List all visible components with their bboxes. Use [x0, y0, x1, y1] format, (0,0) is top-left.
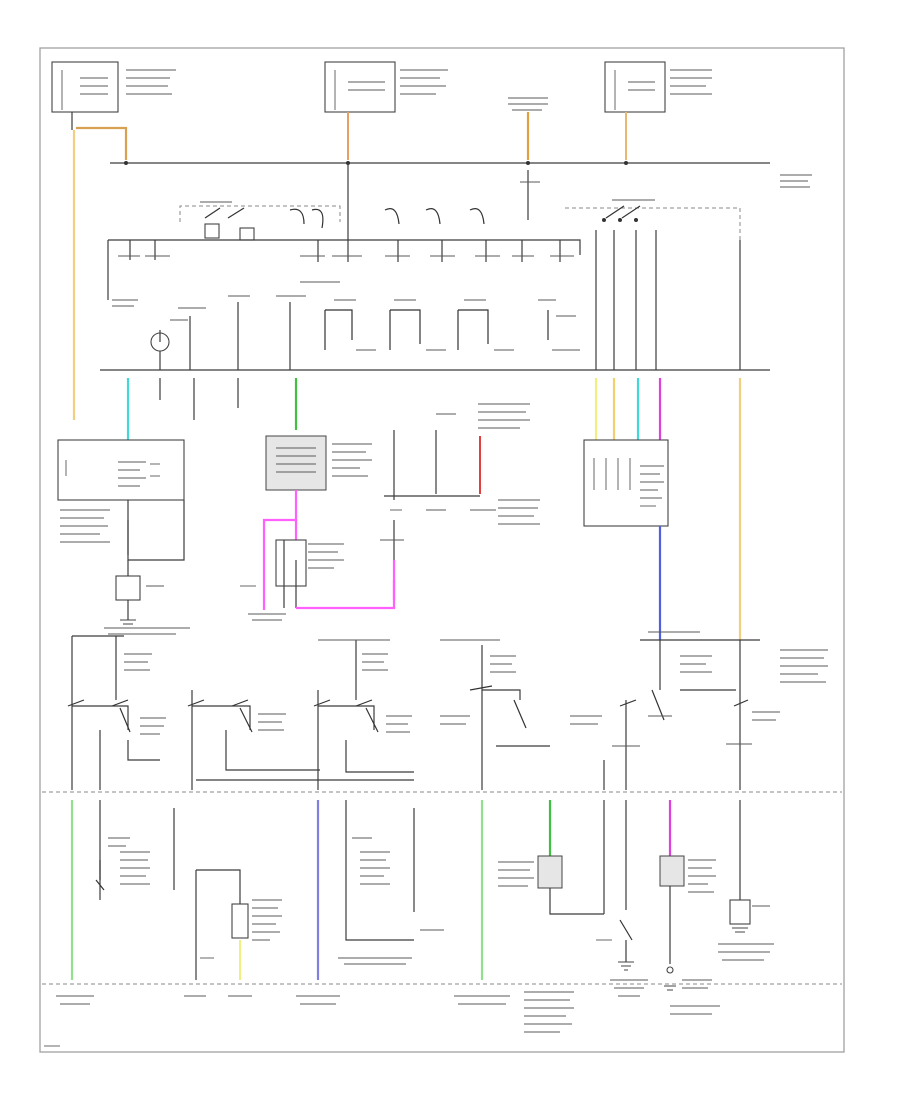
- lamp-left-front: [95, 808, 175, 891]
- bus-label-right: [780, 174, 812, 188]
- fuse-block-top-center: [324, 61, 448, 113]
- lamp-center-left: [195, 869, 282, 980]
- fuse-block-top-right: [604, 61, 712, 113]
- flasher-module: [57, 439, 190, 635]
- fuse-block-top-left: [51, 61, 176, 113]
- blower-relay-module: [583, 439, 828, 683]
- hazard-switch-assembly: [179, 163, 540, 241]
- lighting-control-module: [240, 435, 396, 621]
- front-lamp-relays: [67, 635, 414, 790]
- compressor-relay: [440, 639, 550, 790]
- wire-tan-top: [76, 126, 128, 160]
- fuse-center-label: [508, 97, 548, 111]
- rear-lamp-relays: [570, 640, 780, 790]
- switch-contacts-row: [112, 295, 580, 370]
- compressor-clutch: [498, 800, 604, 915]
- blower-switch-bottom: [596, 800, 648, 997]
- headlight-switch-assembly: [565, 199, 741, 370]
- lamp-center: [338, 800, 444, 965]
- junction-center-right: [380, 403, 540, 600]
- resistor-block: [718, 800, 774, 961]
- blower-motor: [659, 800, 720, 1015]
- bottom-ground-connectors: [44, 991, 574, 1047]
- diagram-frame: [39, 47, 845, 1053]
- turn-signal-switch-assembly: [107, 239, 581, 300]
